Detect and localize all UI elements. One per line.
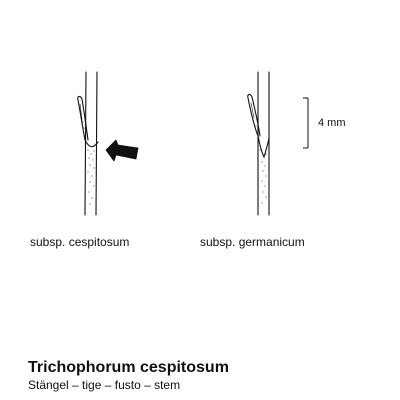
common-names: Stängel – tige – fusto – stem xyxy=(28,378,181,392)
leaf-blade xyxy=(247,93,261,137)
stipple xyxy=(255,125,267,204)
leaf-blade xyxy=(77,95,89,141)
arrow-icon xyxy=(105,139,139,162)
title-block: Trichophorum cespitosum Stängel – tige –… xyxy=(28,358,229,393)
scale-bar-label: 4 mm xyxy=(318,117,346,129)
species-name: Trichophorum cespitosum xyxy=(28,359,229,376)
sheath-rim xyxy=(84,139,99,148)
caption-subsp-cespitosum: subsp. cespitosum xyxy=(30,235,130,249)
stem-germanicum xyxy=(247,71,270,216)
sheath-rim xyxy=(257,135,270,159)
caption-subsp-germanicum: subsp. germanicum xyxy=(200,235,305,249)
scale-bar xyxy=(303,97,309,149)
stem-cespitosum xyxy=(77,71,99,216)
stipple xyxy=(82,121,95,205)
stem-left-edge xyxy=(84,71,87,216)
